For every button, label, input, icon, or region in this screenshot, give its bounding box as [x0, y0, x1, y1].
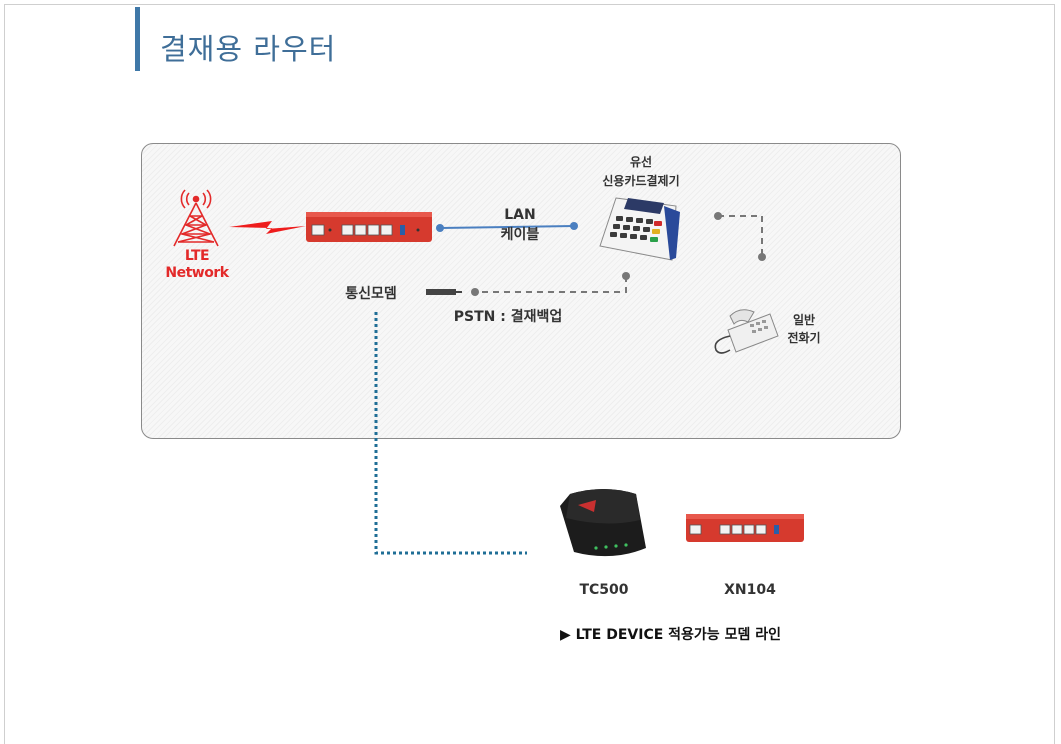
phone-dashed-line [714, 212, 766, 261]
tc500-device [560, 489, 646, 557]
card-terminal-label: 유선 신용카드결제기 [582, 153, 700, 191]
page-frame [4, 4, 1055, 744]
lte-label-line1: LTE [184, 248, 210, 264]
lte-device-dotted-line [374, 312, 527, 555]
card-terminal-label-line1: 유선 [629, 155, 653, 169]
pstn-backup-label: PSTN : 결재백업 [453, 309, 563, 325]
page-title: 결재용 라우터 [160, 32, 337, 66]
telephone-label-line2: 전화기 [787, 331, 821, 345]
lte-label-line2: Network [165, 265, 229, 281]
lte-router-device [306, 212, 432, 242]
lan-label-line2: 케이블 [500, 227, 540, 243]
lan-cable-label: LAN 케이블 [480, 205, 560, 245]
xn104-label: XN104 [724, 582, 776, 598]
telephone-label-line1: 일반 [792, 313, 816, 327]
tc500-label: TC500 [579, 582, 629, 598]
lte-network-label: LTE Network [160, 248, 234, 282]
telephone-icon [714, 309, 779, 354]
modem-label: 통신모뎀 [345, 286, 397, 302]
wireless-link-bolt [229, 221, 306, 234]
lte-tower-icon [173, 189, 219, 247]
card-terminal-device [599, 197, 680, 261]
telephone-label: 일반 전화기 [776, 311, 832, 347]
lan-cable-line [436, 222, 578, 232]
lan-label-line1: LAN [504, 207, 536, 223]
modem-connector [426, 289, 462, 295]
card-terminal-label-line2: 신용카드결제기 [602, 174, 680, 188]
title-accent-bar [135, 7, 140, 71]
xn104-device [686, 514, 804, 542]
pstn-dashed-line [471, 272, 630, 296]
lte-device-caption: ▶ LTE DEVICE 적용가능 모뎀 라인 [560, 627, 781, 643]
